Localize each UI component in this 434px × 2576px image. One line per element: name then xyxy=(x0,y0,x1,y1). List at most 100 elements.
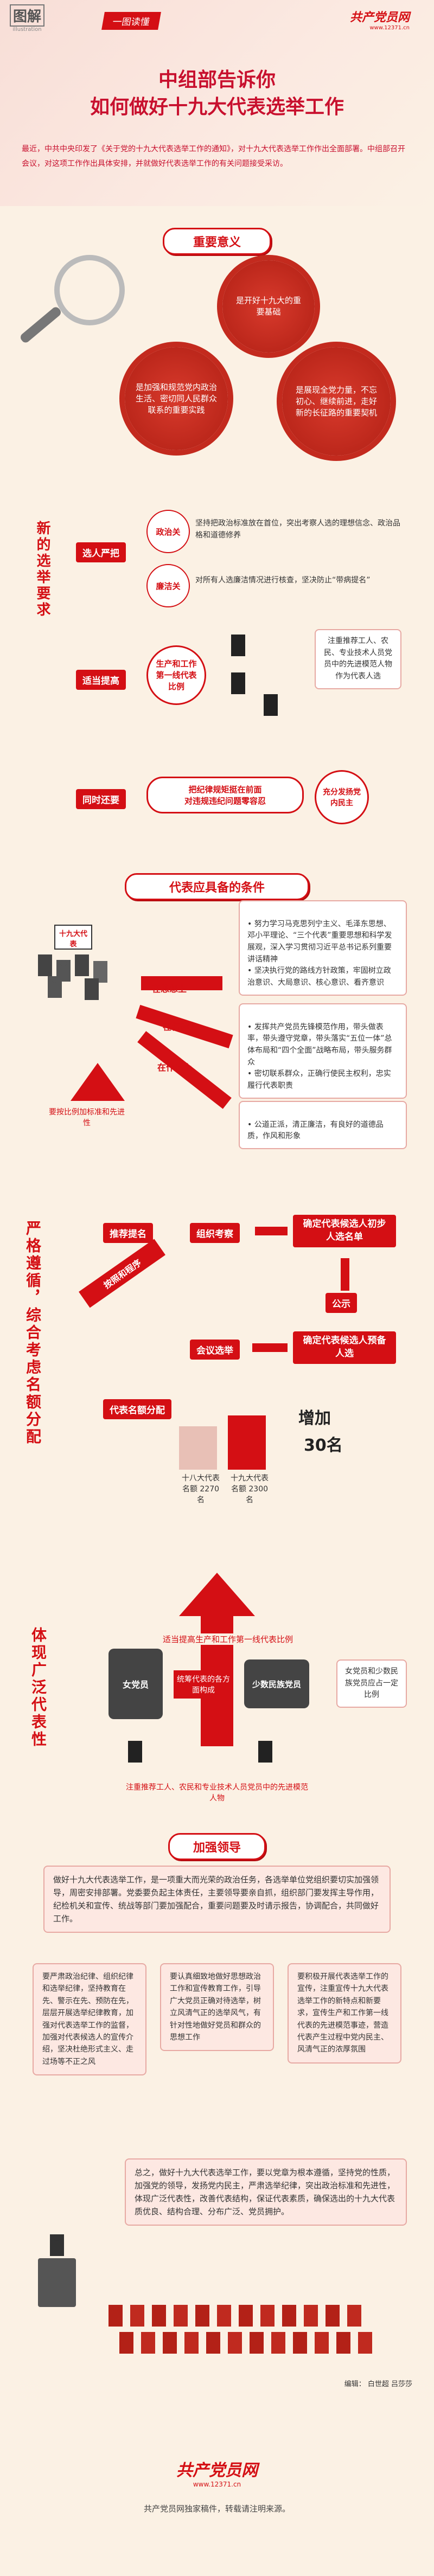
delegate-12 xyxy=(347,2305,361,2327)
footer-note: 共产党员网独家稿件，转载请注明来源。 xyxy=(143,2504,290,2514)
delegate-7 xyxy=(239,2305,253,2327)
delegate-4 xyxy=(174,2305,188,2327)
farmer-silhouette-icon xyxy=(258,1741,272,1763)
raise-text-box: 注重推荐工人、农民、专业技术人员党员中的先进模范人物作为代表人选 xyxy=(315,629,401,689)
footer-brand: 共产党员网 www.12371.cn xyxy=(0,2457,434,2488)
side-title-representation: 体现广泛代表性 xyxy=(29,1627,47,1748)
cond-style-box: • 公道正派，清正廉洁，有良好的道德品质，作风和形象 xyxy=(239,1101,407,1150)
section-title-leadership: 加强领导 xyxy=(168,1833,266,1860)
logo: 图解 illustration xyxy=(10,4,44,33)
gear-2: 是加强和规范党内政治生活、密切同人民群众联系的重要实践 xyxy=(125,347,228,450)
magnifier-icon xyxy=(54,255,125,325)
arrow-thought xyxy=(141,976,222,990)
step-nominate: 推荐提名 xyxy=(103,1223,153,1243)
political-badge: 政治关 xyxy=(146,510,190,553)
raise-box-text: 生产和工作第一线代表比例 xyxy=(156,658,197,691)
leadership-col1-text: 要严肃政治纪律、组织纪律和选举纪律，坚持教育在先、警示在先、预防在先，层层开展选… xyxy=(42,1972,133,2066)
sign-text: 十九大代表 xyxy=(59,930,87,949)
farmer-silhouette xyxy=(250,1735,282,1773)
side-title-requirements: 新的选举要求 xyxy=(34,521,50,618)
brand-logo: 共产党员网 www.12371.cn xyxy=(301,8,410,31)
quota-18th-text: 十八大代表名额 2270名 xyxy=(182,1474,220,1504)
representative-sign: 十九大代表 xyxy=(54,925,92,950)
speaker-icon xyxy=(50,2234,64,2256)
integrity-label: 廉洁关 xyxy=(156,581,181,591)
process-arrow-banner: 按照和程序 xyxy=(79,1239,165,1308)
delegate-5 xyxy=(195,2305,209,2327)
footer-brand-url: www.12371.cn xyxy=(193,2481,241,2488)
quota-increase-value: 30名 xyxy=(304,1436,343,1455)
delegate-2 xyxy=(130,2305,144,2327)
gear-1: 是开好十九大的重要基础 xyxy=(222,260,315,353)
arrow-preliminary-to-election xyxy=(252,1343,288,1352)
crowd-person-3 xyxy=(75,954,89,976)
minority-block: 少数民族党员 xyxy=(244,1659,309,1708)
delegate-6 xyxy=(217,2305,231,2327)
logo-sub: illustration xyxy=(12,27,42,33)
cond-thought-box: • 努力学习马克思列宁主义、毛泽东思想、邓小平理论、“三个代表”重要思想和科学发… xyxy=(239,900,407,996)
step-election: 会议选举 xyxy=(190,1340,240,1360)
farmer-figure-icon xyxy=(231,672,245,694)
rep-line1: 适当提高生产和工作第一线代表比例 xyxy=(87,1633,369,1645)
women-label: 女党员 xyxy=(122,1680,149,1690)
arrow-back xyxy=(71,1063,125,1101)
podium-figure xyxy=(33,2234,81,2310)
women-block: 女党员 xyxy=(108,1649,163,1719)
gear-2-text: 是加强和规范党内政治生活、密切同人民群众联系的重要实践 xyxy=(136,382,218,415)
engineer-figure-icon xyxy=(264,694,278,716)
delegate-22 xyxy=(315,2332,329,2354)
crowd-person-1 xyxy=(38,954,52,976)
raise-label: 适当提高 xyxy=(76,670,126,690)
also-text: 充分发扬党内民主 xyxy=(323,788,361,808)
worker-figure-icon xyxy=(231,635,245,656)
women-badge: 女党员和少数民族党员应占一定比例 xyxy=(336,1659,407,1708)
section-title-conditions: 代表应具备的条件 xyxy=(125,873,309,900)
raise-circle: 生产和工作第一线代表比例 xyxy=(146,645,206,705)
delegate-3 xyxy=(152,2305,166,2327)
logo-text: 图解 xyxy=(10,4,44,27)
integrity-badge: 廉洁关 xyxy=(146,564,190,607)
crowd-illustration xyxy=(33,922,125,1003)
quota-19th-text: 十九大代表名额 2300名 xyxy=(231,1474,269,1504)
up-arrow xyxy=(179,1573,255,1616)
delegate-16 xyxy=(184,2332,199,2354)
also-box: 把纪律规矩挺在前面 对违规违纪问题零容忍 xyxy=(146,777,304,813)
editors-credit: 编辑： 白世超 吕莎莎 xyxy=(344,2380,412,2388)
worker-silhouette-icon xyxy=(128,1741,142,1763)
delegate-23 xyxy=(336,2332,350,2354)
cond-action-text: • 发挥共产党员先锋模范作用，带头做表率，带头遵守党章，带头落实“五位一体”总体… xyxy=(247,1022,392,1091)
arrow-list-down xyxy=(341,1258,349,1291)
cond-thought-label: 在思想上 xyxy=(152,984,187,994)
also-box-line2: 对违规违纪问题零容忍 xyxy=(184,796,266,806)
delegate-1 xyxy=(108,2305,123,2327)
leadership-col3-text: 要积极开展代表选举工作的宣传，注重宣传十九大代表选举工作的新特点和新要求，宣传生… xyxy=(297,1972,388,2054)
step-inspect: 组织考察 xyxy=(190,1223,240,1243)
page-title-line1: 中组部告诉你 xyxy=(158,69,276,91)
step-preliminary: 确定代表候选人预备人选 xyxy=(293,1331,396,1364)
header-banner xyxy=(0,0,434,206)
step-initial-list: 确定代表候选人初步人选名单 xyxy=(293,1215,396,1247)
delegate-9 xyxy=(282,2305,296,2327)
also-circle: 充分发扬党内民主 xyxy=(315,770,369,824)
delegate-14 xyxy=(141,2332,155,2354)
crowd-person-5 xyxy=(48,976,62,998)
crowd-person-6 xyxy=(85,978,99,1000)
cond-style-text: • 公道正派，清正廉洁，有良好的道德品质，作风和形象 xyxy=(247,1120,384,1141)
step-quota: 代表名额分配 xyxy=(103,1399,171,1419)
cond-action-label: 在行动上 xyxy=(163,1022,198,1032)
intro-text: 最近，中共中央印发了《关于党的十九大代表选举工作的通知》，对十九大代表选举工作作… xyxy=(22,145,405,168)
delegate-18 xyxy=(228,2332,242,2354)
magnifier-handle xyxy=(18,305,63,344)
leadership-intro-box: 做好十九大代表选举工作，是一项重大而光荣的政治任务，各选举单位党组织要切实加强领… xyxy=(43,1866,391,1933)
women-badge-text: 女党员和少数民族党员应占一定比例 xyxy=(345,1667,398,1700)
minority-label: 少数民族党员 xyxy=(252,1679,301,1689)
cond-thought-text: • 努力学习马克思列宁主义、毛泽东思想、邓小平理论、“三个代表”重要思想和科学发… xyxy=(247,919,392,988)
step-public: 公示 xyxy=(326,1293,357,1313)
worker-figure-1 xyxy=(228,629,250,662)
quota-bar-18th xyxy=(179,1426,217,1470)
delegate-11 xyxy=(326,2305,340,2327)
also-box-line1: 把纪律规矩挺在前面 xyxy=(188,785,262,794)
leadership-col2-text: 要认真细致地做好思想政治工作和宣传教育工作，引导广大党员正确对待选举，树立风清气… xyxy=(170,1972,261,2042)
footer-brand-name: 共产党员网 xyxy=(176,2461,258,2480)
delegate-13 xyxy=(119,2332,133,2354)
